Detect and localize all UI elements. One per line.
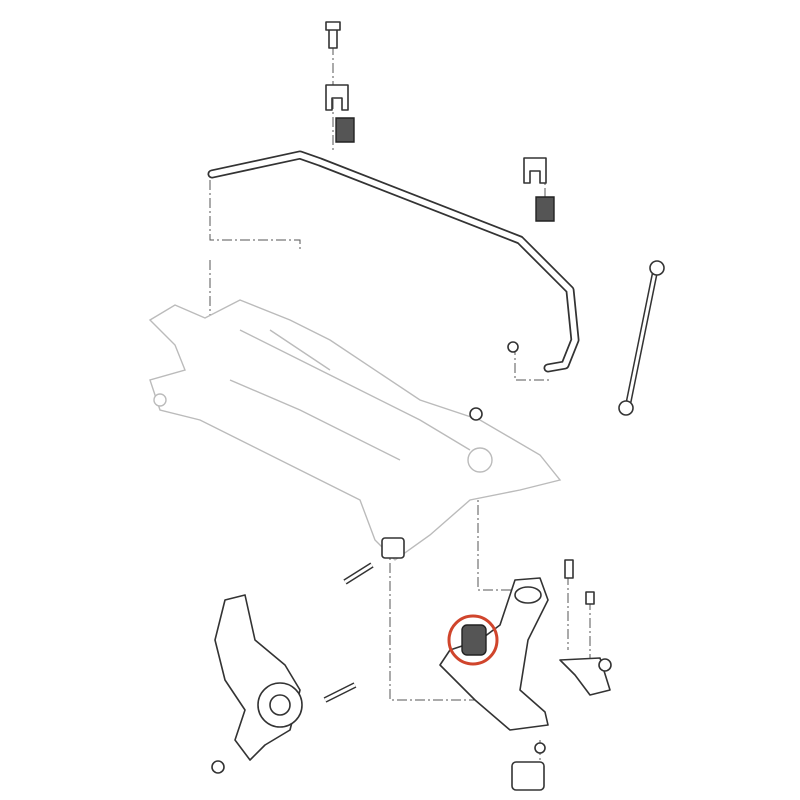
stabilizer-bracket-bolt: [325, 21, 341, 49]
subframe: [148, 299, 562, 561]
ball-joint: [559, 657, 612, 696]
steering-knuckle: [214, 594, 301, 761]
subframe-bolt: [343, 562, 374, 585]
subframe-bracket: [381, 537, 405, 559]
knuckle-bolt: [323, 682, 357, 703]
highlight-circle: [447, 614, 499, 666]
nut: [507, 341, 519, 353]
stabilizer-bracket-left: [325, 84, 349, 111]
stabilizer-bushing-right: [535, 196, 555, 222]
subframe-nut: [469, 407, 483, 421]
stabilizer-link: [618, 260, 665, 416]
lower-arm-nut: [534, 742, 546, 754]
lower-arm-front-bushing: [461, 624, 487, 656]
ball-joint-bolt: [564, 559, 595, 605]
stabilizer-bracket-right: [523, 157, 547, 184]
lower-arm-rear-bushing: [511, 761, 545, 791]
knuckle-nut: [211, 760, 225, 774]
stabilizer-bushing-left: [335, 117, 355, 143]
